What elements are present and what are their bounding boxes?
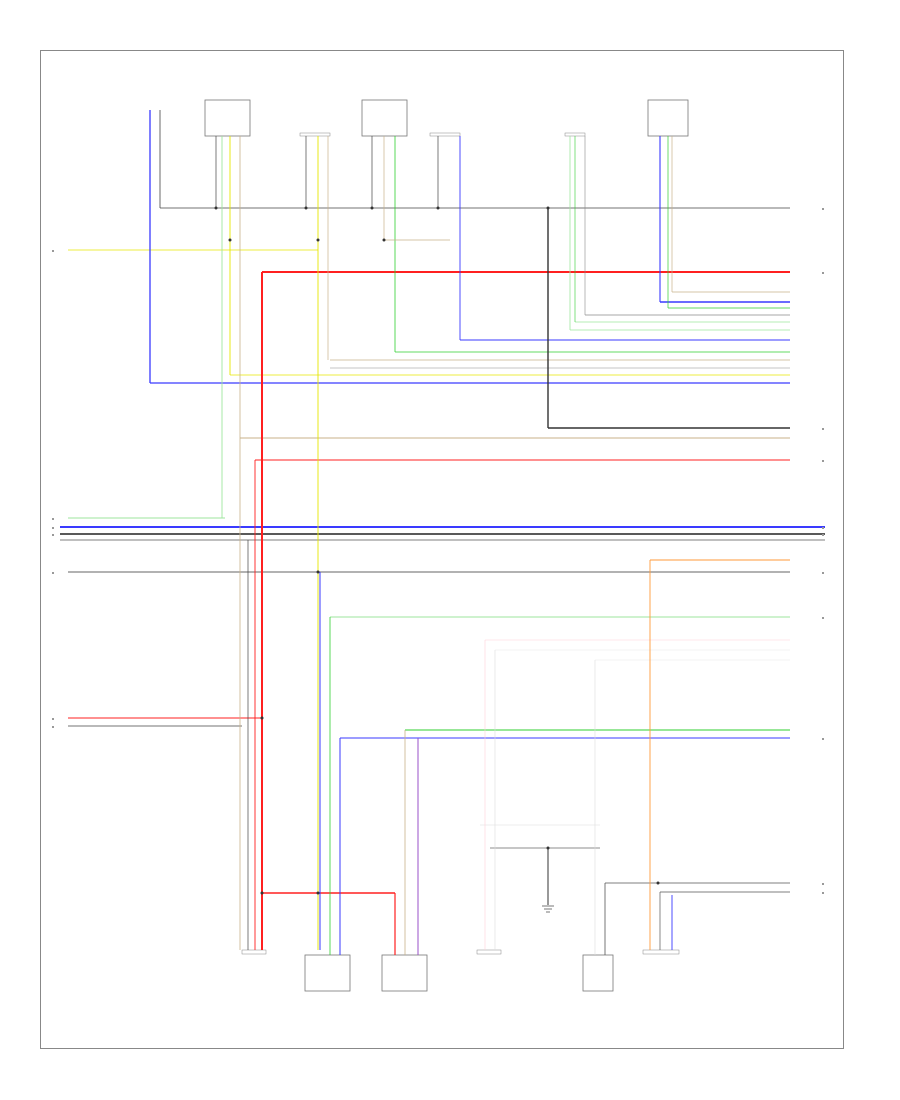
horizontal-wires bbox=[60, 207, 825, 894]
splice-dot bbox=[546, 846, 550, 850]
top-components bbox=[204, 99, 689, 137]
connector-bottom-2 bbox=[476, 949, 502, 955]
splice-dot bbox=[436, 206, 440, 210]
component-box-receiver bbox=[647, 99, 689, 137]
splice-dot bbox=[370, 206, 374, 210]
ground-symbol bbox=[542, 905, 554, 913]
connector-bottom-3 bbox=[642, 949, 680, 955]
component-box-left-rear bbox=[204, 99, 251, 137]
splice-dot bbox=[382, 238, 386, 242]
vwire-tan-c4 bbox=[383, 136, 450, 241]
splice-dot bbox=[260, 716, 264, 720]
splice-points bbox=[214, 206, 660, 895]
diagram-frame bbox=[40, 50, 844, 1049]
component-box-right-sensor bbox=[304, 954, 351, 992]
component-box-left-front bbox=[361, 99, 408, 137]
bottom-components bbox=[241, 949, 680, 992]
connector-top-2 bbox=[429, 132, 461, 137]
splice-dot bbox=[260, 891, 264, 895]
terminal-marks bbox=[52, 208, 824, 894]
connector-top-1 bbox=[299, 132, 331, 137]
splice-dot bbox=[546, 206, 550, 210]
splice-dot bbox=[304, 206, 308, 210]
connector-bottom-1 bbox=[241, 949, 267, 955]
vertical-wires bbox=[149, 110, 673, 955]
component-box-left-sensor bbox=[381, 954, 428, 992]
component-box-speed-sensor bbox=[582, 954, 614, 992]
splice-dot bbox=[228, 238, 232, 242]
splice-dot bbox=[316, 570, 320, 574]
splice-dot bbox=[656, 881, 660, 885]
splice-dot bbox=[214, 206, 218, 210]
connector-top-3 bbox=[564, 132, 586, 137]
splice-dot bbox=[316, 891, 320, 895]
splice-dot bbox=[316, 238, 320, 242]
